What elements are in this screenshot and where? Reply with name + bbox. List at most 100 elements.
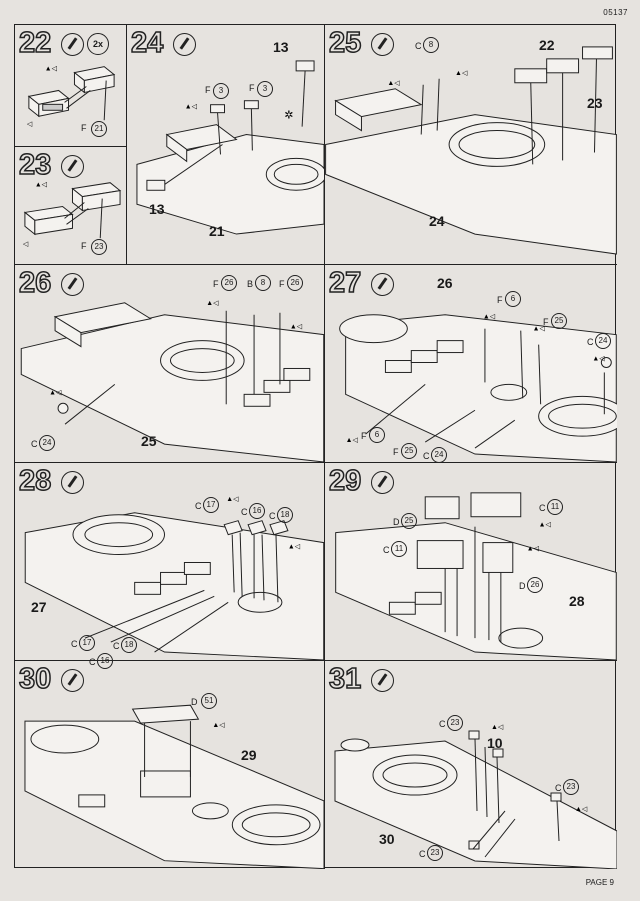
part-number: 25 — [401, 513, 417, 529]
decal-marker: ▲◁ — [290, 324, 303, 331]
glue-icon — [61, 273, 84, 296]
step-22-illustration: ▲◁ ◁ — [27, 66, 116, 128]
part-number: 51 — [201, 693, 217, 709]
hull-part-number: 27 — [31, 599, 47, 615]
step-29-panel: 29 ▲◁ ▲◁ D 25 C 11 C 11 D 26 28 — [325, 463, 617, 661]
step-number: 27 — [328, 267, 362, 299]
decal-marker: ◁ — [23, 241, 29, 248]
hull-part-number: 28 — [569, 593, 585, 609]
hull-part-number: 29 — [241, 747, 257, 763]
part-prefix: F — [213, 279, 219, 289]
decal-marker: ▲◁ — [206, 300, 219, 307]
glue-icon — [371, 669, 394, 692]
part-number: 8 — [423, 37, 439, 53]
step-31-panel: 31 ▲◁ ▲◁ C 23 10 C 23 30 C 23 — [325, 661, 617, 869]
part-number: 25 — [401, 443, 417, 459]
step-24-panel: 24 ▲◁ ✲ 13 F 3 F 3 13 21 — [127, 25, 325, 265]
hull-part-number: 30 — [379, 831, 395, 847]
step-number: 30 — [18, 663, 52, 695]
part-prefix: F — [81, 241, 87, 251]
step-30-illustration: ▲◁ — [24, 704, 324, 869]
step-number: 26 — [18, 267, 52, 299]
step-28-illustration: ▲◁ ▲◁ — [24, 496, 324, 660]
glue-icon — [61, 669, 84, 692]
part-number: 21 — [91, 121, 107, 137]
part-number: 3 — [257, 81, 273, 97]
instruction-frame: 22 2x ▲◁ ◁ F 21 24 — [14, 24, 617, 869]
part-prefix: F — [279, 279, 285, 289]
decal-marker: ▲◁ — [455, 70, 468, 77]
part-prefix: C — [89, 657, 96, 667]
glue-icon — [61, 471, 84, 494]
part-prefix: C — [71, 639, 78, 649]
part-prefix: F — [249, 83, 255, 93]
part-prefix: F — [361, 431, 367, 441]
step-28-panel: 28 ▲◁ ▲◁ C 17 C 16 C 18 C 17 C 16 C 18 2… — [15, 463, 325, 669]
part-number: 16 — [249, 503, 265, 519]
decal-marker: ▲◁ — [491, 724, 504, 731]
part-number: 10 — [487, 735, 503, 751]
decal-marker: ▲◁ — [387, 80, 400, 87]
part-prefix: C — [31, 439, 38, 449]
step-25-illustration: ▲◁ ▲◁ — [325, 46, 617, 255]
page-label: PAGE 9 — [585, 878, 614, 887]
part-number: 11 — [547, 499, 563, 515]
part-number: 24 — [39, 435, 55, 451]
part-number: 13 — [149, 201, 165, 217]
part-number: 18 — [121, 637, 137, 653]
part-prefix: C — [439, 719, 446, 729]
decal-marker: ▲◁ — [49, 389, 62, 396]
part-number: 24 — [595, 333, 611, 349]
decal-marker: ▲◁ — [527, 546, 540, 553]
step-number: 29 — [328, 465, 362, 497]
decal-marker: ▲◁ — [185, 104, 198, 111]
part-number: 17 — [203, 497, 219, 513]
quantity-badge: 2x — [87, 33, 109, 55]
part-number: 8 — [255, 275, 271, 291]
part-number: 26 — [221, 275, 237, 291]
glue-icon — [371, 33, 394, 56]
part-number: 25 — [551, 313, 567, 329]
decal-marker: ▲◁ — [35, 182, 48, 189]
hull-part-number: 21 — [209, 223, 225, 239]
part-prefix: C — [269, 511, 276, 521]
step-25-panel: 25 ▲◁ ▲◁ C 8 22 23 24 — [325, 25, 617, 265]
decal-marker: ▲◁ — [288, 544, 301, 551]
decal-marker: ▲◁ — [226, 496, 239, 503]
glue-icon — [61, 33, 84, 56]
step-number: 22 — [18, 27, 52, 59]
part-prefix: C — [539, 503, 546, 513]
decal-marker: ▲◁ — [533, 326, 546, 333]
decal-marker: ▲◁ — [346, 437, 359, 444]
part-prefix: F — [81, 123, 87, 133]
step-23-illustration: ▲◁ ◁ — [23, 182, 122, 248]
decal-marker: ▲◁ — [483, 314, 496, 321]
part-number: 24 — [431, 447, 447, 463]
decal-marker: ◁ — [27, 121, 33, 128]
step-24-illustration: ▲◁ ✲ — [136, 60, 324, 235]
part-number: 23 — [587, 95, 603, 111]
decal-marker: ▲◁ — [45, 66, 58, 73]
part-prefix: F — [205, 85, 211, 95]
decal-marker: ▲◁ — [212, 722, 225, 729]
document-code: 05137 — [603, 8, 628, 17]
mirror-icon: ✲ — [284, 110, 293, 122]
part-number: 16 — [97, 653, 113, 669]
part-number: 11 — [391, 541, 407, 557]
part-prefix: C — [423, 451, 430, 461]
step-31-illustration: ▲◁ ▲◁ — [334, 724, 617, 869]
part-prefix: C — [195, 501, 202, 511]
step-23-panel: 23 ▲◁ ◁ F 23 — [15, 147, 127, 265]
step-number: 31 — [328, 663, 362, 695]
part-prefix: C — [415, 41, 422, 51]
part-number: 3 — [213, 83, 229, 99]
part-number: 23 — [447, 715, 463, 731]
step-27-illustration: ▲◁ ▲◁ ▲◁ ▲◁ — [339, 314, 617, 462]
part-prefix: D — [191, 697, 198, 707]
part-number: 26 — [287, 275, 303, 291]
part-prefix: C — [241, 507, 248, 517]
part-number: 26 — [527, 577, 543, 593]
step-number: 24 — [130, 27, 164, 59]
part-number: 6 — [369, 427, 385, 443]
hull-part-number: 25 — [141, 433, 157, 449]
